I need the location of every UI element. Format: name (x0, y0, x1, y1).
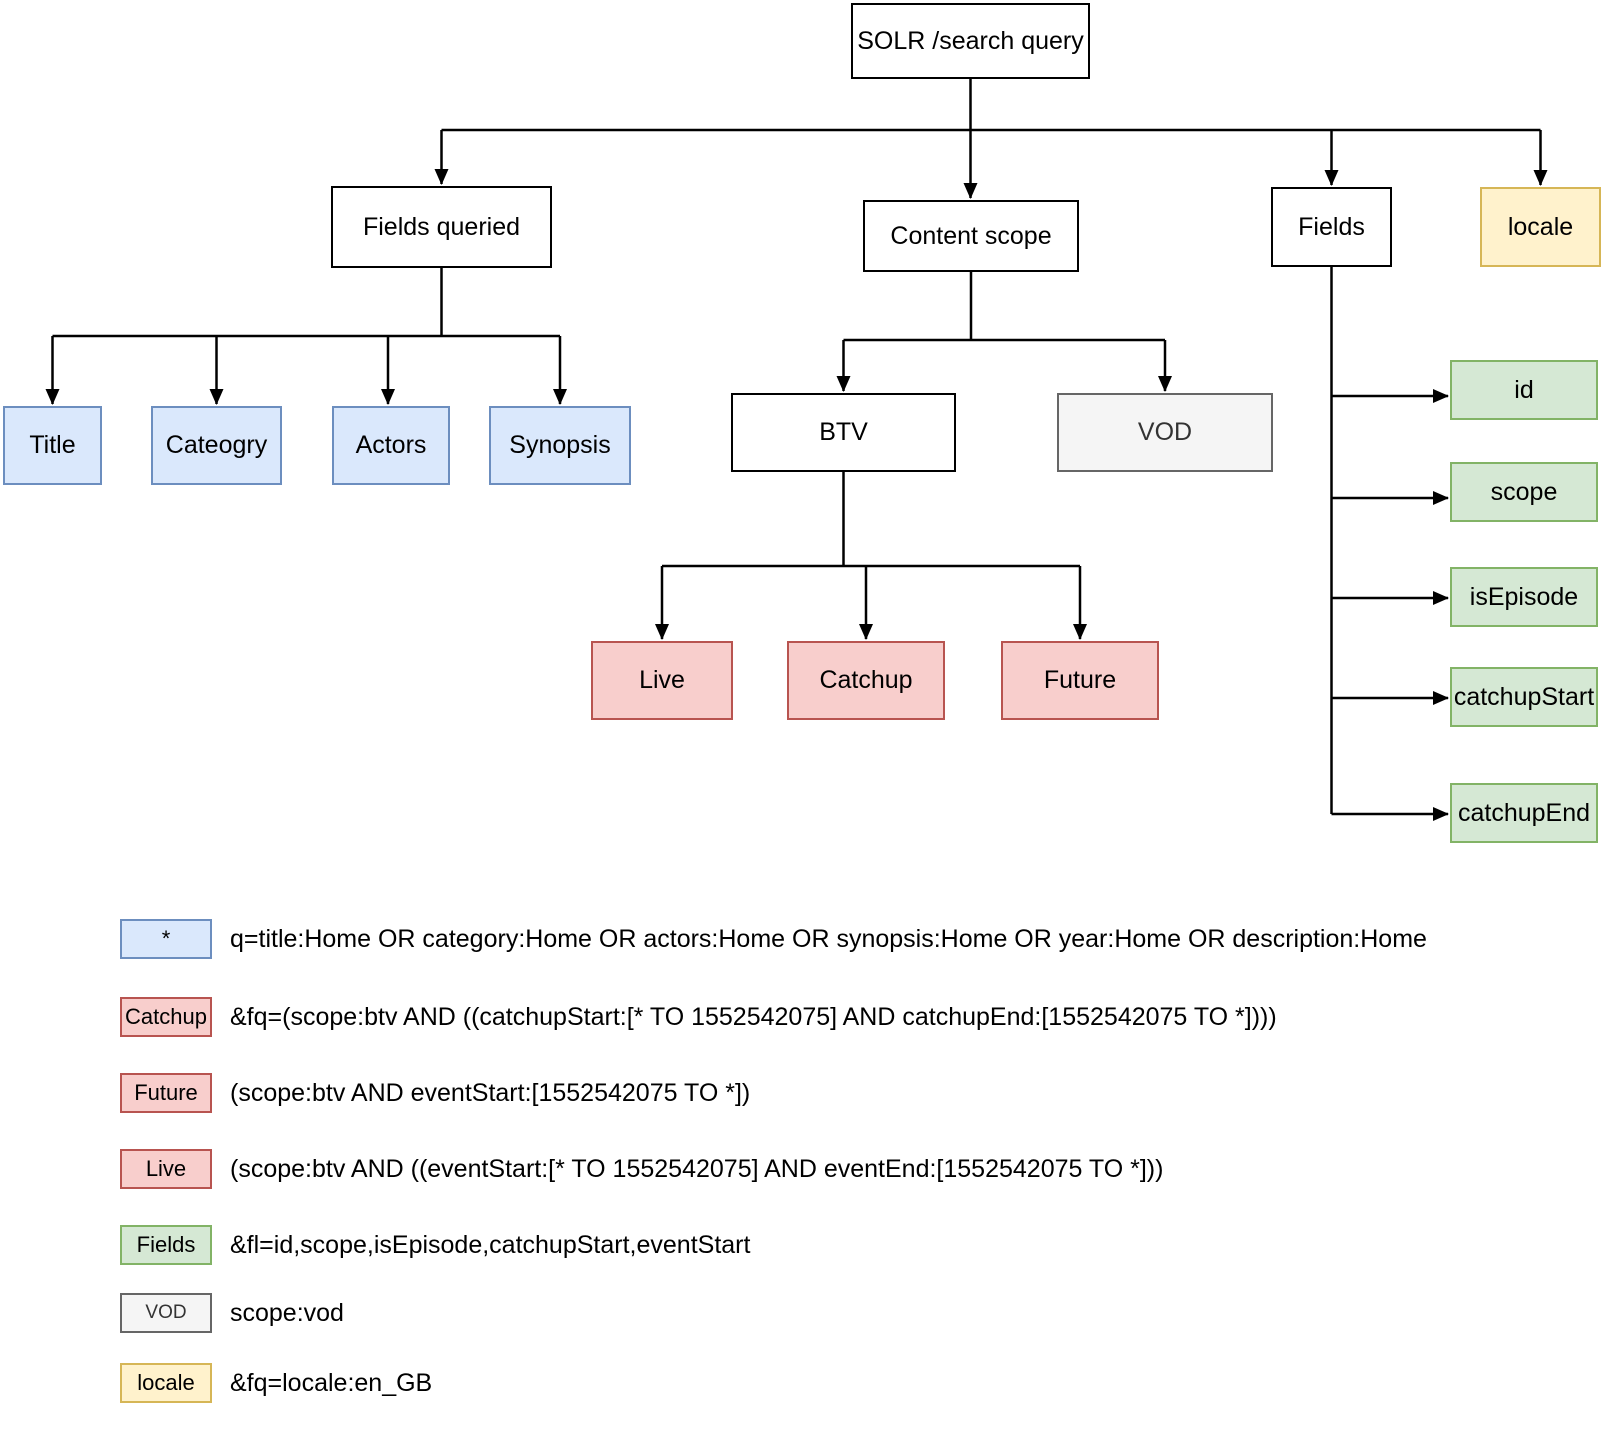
node-scope: scope (1450, 462, 1598, 522)
legend-text: (scope:btv AND ((eventStart:[* TO 155254… (230, 1154, 1164, 1183)
node-id: id (1450, 360, 1598, 420)
legend-text: &fl=id,scope,isEpisode,catchupStart,even… (230, 1230, 751, 1259)
node-content-scope: Content scope (863, 200, 1079, 272)
node-label: Cateogry (165, 431, 268, 459)
legend-row-query: * q=title:Home OR category:Home OR actor… (120, 919, 1427, 959)
legend-swatch-vod: VOD (120, 1293, 212, 1333)
legend-swatch-label: Future (134, 1080, 198, 1105)
node-label: catchupEnd (1457, 798, 1591, 827)
legend-swatch-asterisk: * (120, 919, 212, 959)
legend-swatch-label: VOD (145, 1302, 187, 1323)
node-actors: Actors (332, 406, 450, 485)
legend-swatch-catchup: Catchup (120, 997, 212, 1037)
node-solr-search-query: SOLR /search query (851, 3, 1090, 79)
legend-swatch-label: Catchup (125, 1004, 207, 1029)
node-label: Title (29, 431, 76, 459)
node-label: Catchup (819, 666, 913, 694)
legend-swatch-label: * (161, 926, 171, 951)
node-synopsis: Synopsis (489, 406, 631, 485)
node-fields-queried: Fields queried (331, 186, 552, 268)
legend-text: scope:vod (230, 1298, 344, 1327)
node-label: Synopsis (509, 431, 611, 459)
node-label: catchupStart (1453, 682, 1595, 711)
legend-row-locale: locale &fq=locale:en_GB (120, 1363, 432, 1403)
node-isepisode: isEpisode (1450, 567, 1598, 627)
node-title: Title (3, 406, 102, 485)
legend-swatch-label: Live (145, 1156, 187, 1181)
legend-swatch-future: Future (120, 1073, 212, 1113)
node-future: Future (1001, 641, 1159, 720)
node-cateogry: Cateogry (151, 406, 282, 485)
node-catchupend: catchupEnd (1450, 783, 1598, 843)
legend-text: &fq=locale:en_GB (230, 1368, 433, 1397)
node-label: isEpisode (1469, 582, 1579, 611)
node-label: Live (639, 666, 685, 694)
legend-text: &fq=(scope:btv AND ((catchupStart:[* TO … (230, 1002, 1277, 1031)
legend-swatch-label: locale (137, 1370, 195, 1395)
node-label: Content scope (890, 221, 1052, 250)
legend-text: q=title:Home OR category:Home OR actors:… (230, 924, 1427, 953)
node-label: locale (1507, 212, 1574, 241)
node-label: SOLR /search query (857, 26, 1084, 55)
node-fields: Fields (1271, 187, 1392, 267)
legend-text: (scope:btv AND eventStart:[1552542075 TO… (230, 1078, 751, 1107)
node-label: Fields queried (362, 212, 521, 241)
node-label: VOD (1137, 418, 1193, 446)
legend-row-live: Live (scope:btv AND ((eventStart:[* TO 1… (120, 1149, 1163, 1189)
legend-row-future: Future (scope:btv AND eventStart:[155254… (120, 1073, 750, 1113)
legend-swatch-fields: Fields (120, 1225, 212, 1265)
legend-row-catchup: Catchup &fq=(scope:btv AND ((catchupStar… (120, 997, 1277, 1037)
node-btv: BTV (731, 393, 956, 472)
node-locale: locale (1480, 187, 1601, 267)
legend-row-vod: VOD scope:vod (120, 1293, 344, 1333)
node-label: id (1514, 375, 1534, 404)
node-label: scope (1490, 477, 1558, 506)
legend-row-fields: Fields &fl=id,scope,isEpisode,catchupSta… (120, 1225, 750, 1265)
node-label: BTV (819, 418, 868, 446)
legend-swatch-locale: locale (120, 1363, 212, 1403)
legend-swatch-label: Fields (136, 1232, 196, 1257)
node-label: Actors (355, 431, 427, 459)
node-catchup: Catchup (787, 641, 945, 720)
node-vod: VOD (1057, 393, 1273, 472)
node-label: Future (1043, 666, 1117, 694)
node-catchupstart: catchupStart (1450, 667, 1598, 727)
legend-swatch-live: Live (120, 1149, 212, 1189)
node-live: Live (591, 641, 733, 720)
node-label: Fields (1298, 212, 1365, 241)
